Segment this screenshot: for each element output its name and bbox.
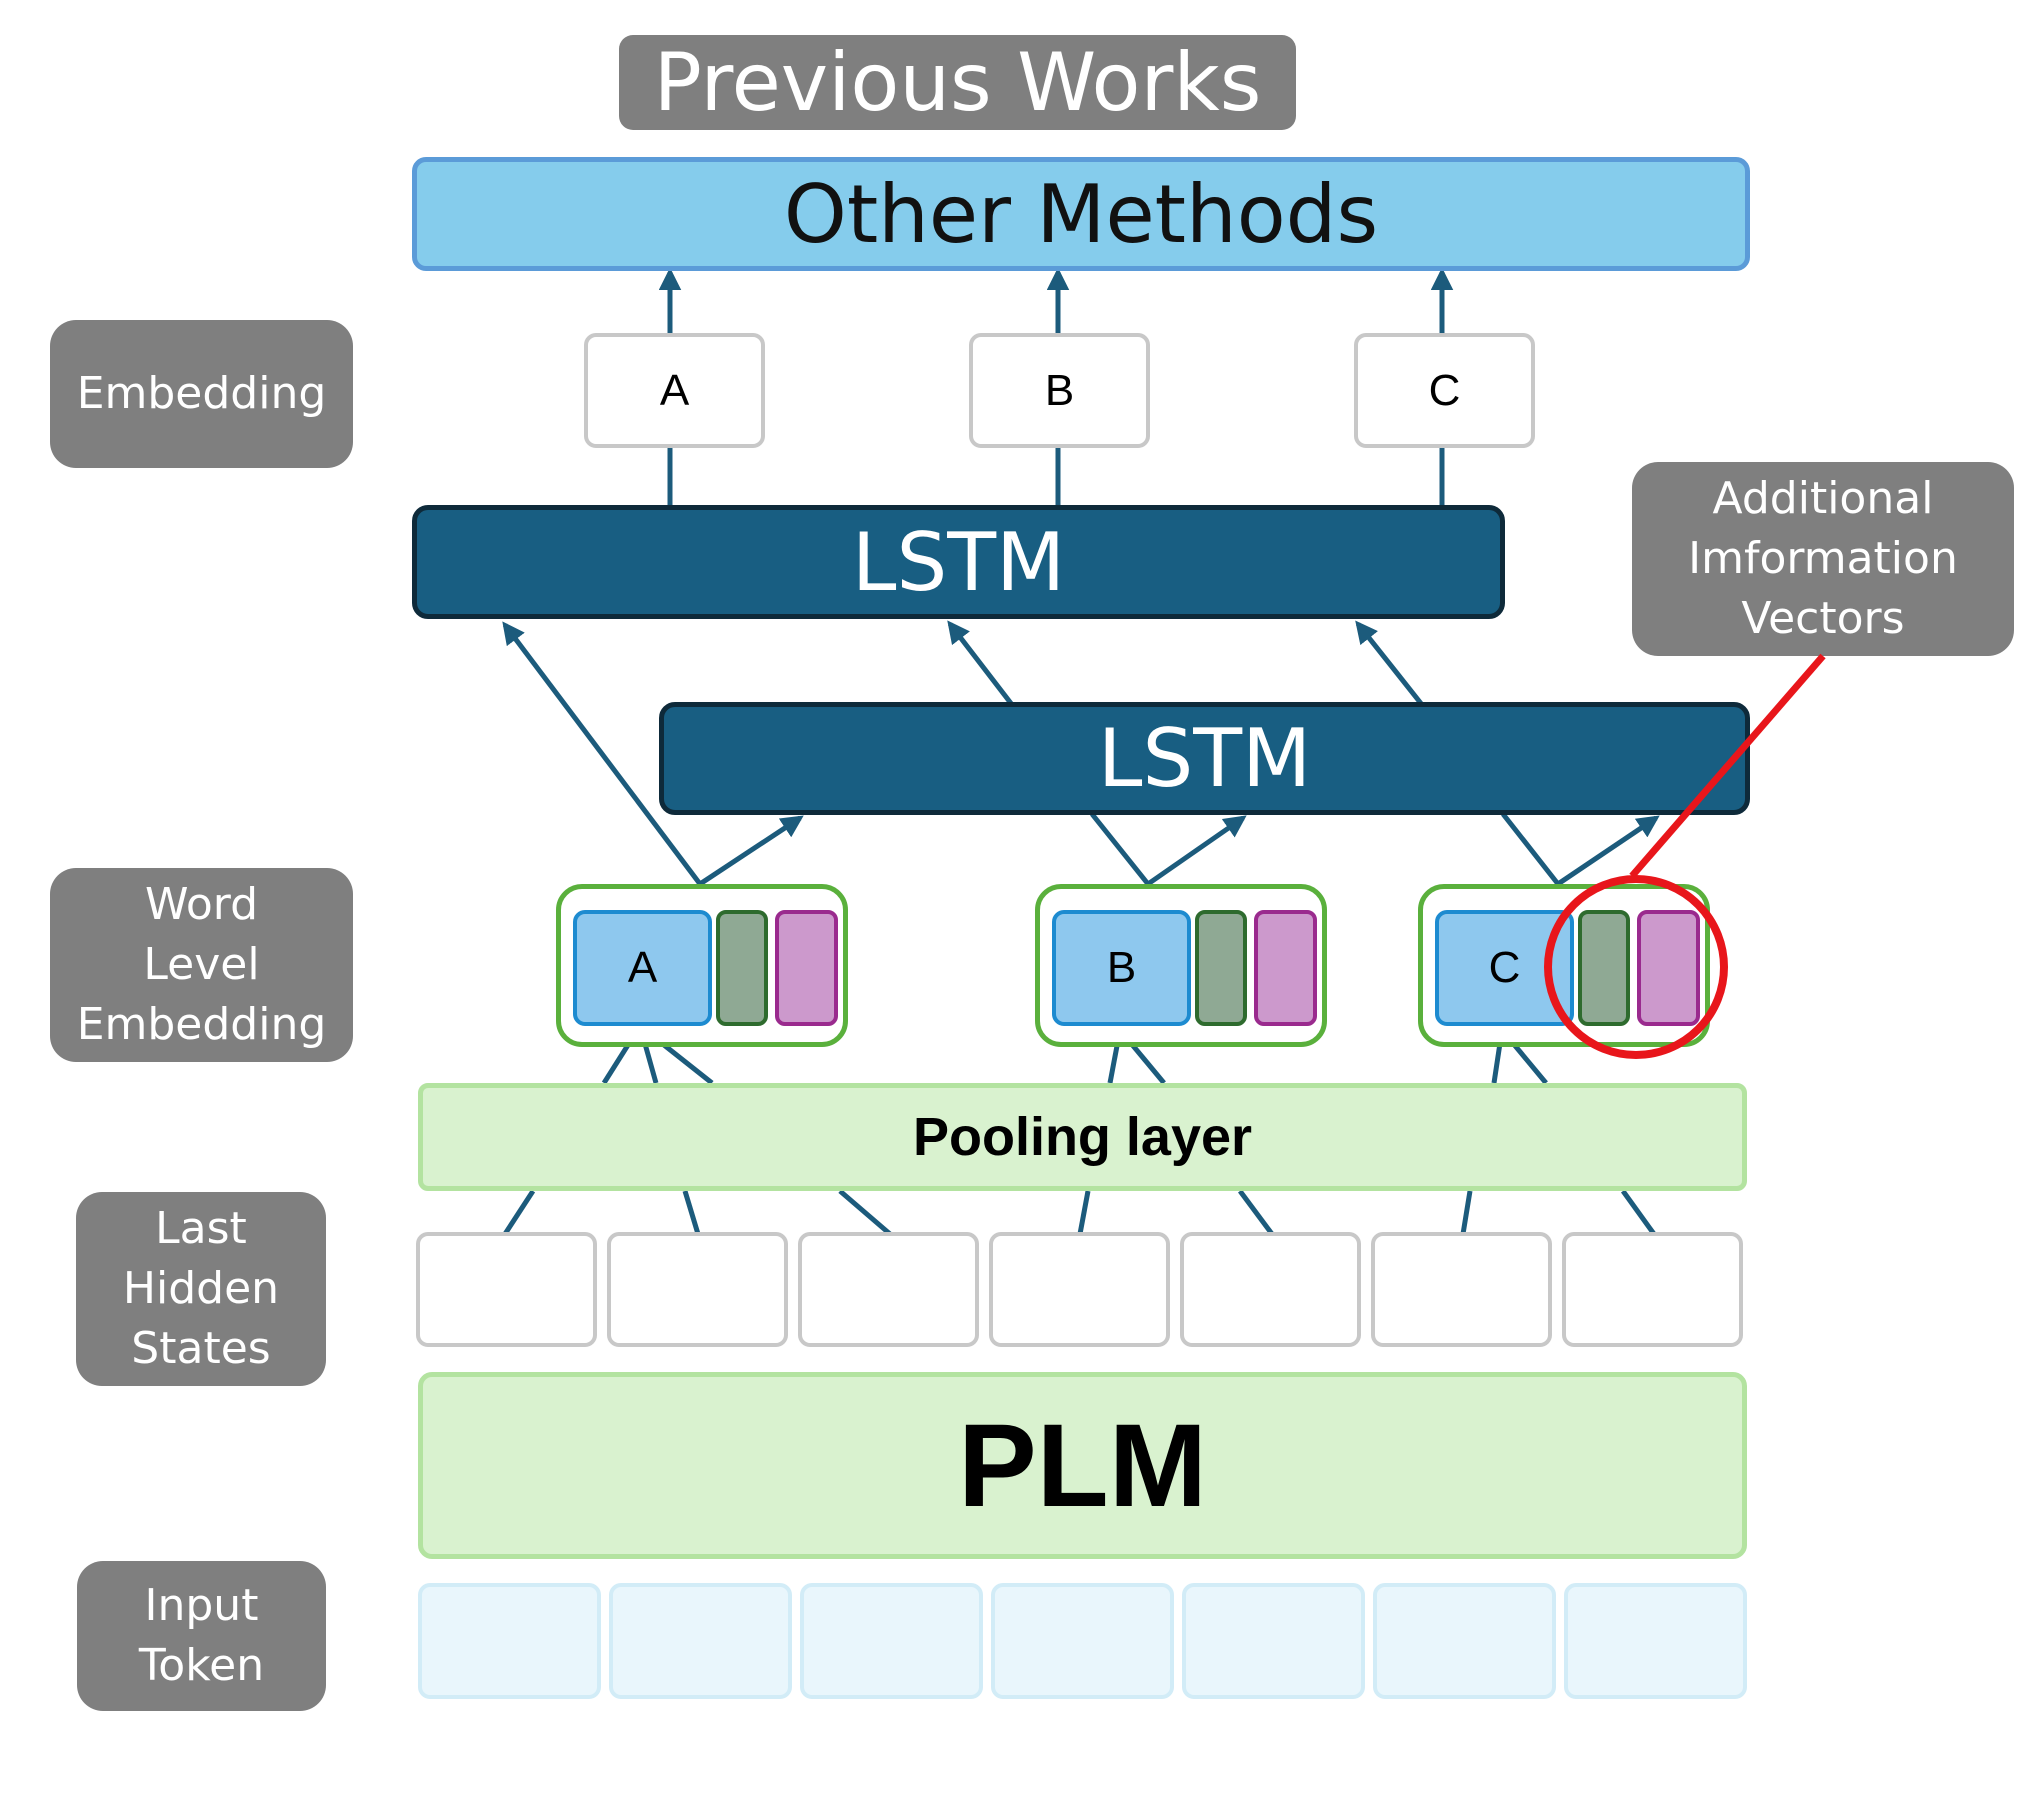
- hidden-state-cell: [798, 1232, 979, 1347]
- input-token-cell: [1373, 1583, 1556, 1699]
- input-token-cell: [418, 1583, 601, 1699]
- callout-pointer-line: [1629, 653, 1826, 879]
- word-embedding-group-b: B: [1035, 884, 1327, 1047]
- embedding-box-c: C: [1354, 333, 1535, 448]
- input-token-cell: [991, 1583, 1174, 1699]
- line-hidden-6-pool: [1460, 1190, 1473, 1235]
- hidden-state-cell: [989, 1232, 1170, 1347]
- additional-vector-pink: [1637, 910, 1700, 1026]
- additional-vector-pink: [1254, 910, 1317, 1026]
- other-methods-box: Other Methods: [412, 157, 1750, 271]
- callout-additional-information-vectors: Additional Imformation Vectors: [1632, 462, 2014, 656]
- label-input-token: Input Token: [77, 1561, 326, 1711]
- arrow-lstm-bottom-to-top-c: [1355, 620, 1425, 708]
- hidden-state-cell: [416, 1232, 597, 1347]
- input-token-cell: [1564, 1583, 1747, 1699]
- additional-vector-green: [716, 910, 768, 1026]
- hidden-state-cell: [1371, 1232, 1552, 1347]
- input-token-cell: [609, 1583, 792, 1699]
- highlight-circle: [1544, 875, 1728, 1059]
- pooling-layer: Pooling layer: [418, 1083, 1747, 1191]
- word-embedding-group-a: A: [556, 884, 848, 1047]
- diagram-title: Previous Works: [619, 35, 1296, 130]
- input-token-cell: [800, 1583, 983, 1699]
- arrow-word-b-to-lstm-bottom: [1146, 815, 1247, 887]
- word-token-a: A: [573, 910, 712, 1026]
- additional-vector-pink: [775, 910, 838, 1026]
- lstm-top: LSTM: [412, 505, 1505, 619]
- embedding-box-b: B: [969, 333, 1150, 448]
- label-word-level-embedding: Word Level Embedding: [50, 868, 353, 1062]
- line-hidden-5-pool: [1237, 1189, 1275, 1236]
- lstm-bottom: LSTM: [659, 702, 1750, 815]
- hidden-state-cell: [1180, 1232, 1361, 1347]
- line-hidden-2-pool: [682, 1190, 701, 1235]
- line-hidden-1-pool: [502, 1189, 536, 1236]
- label-embedding: Embedding: [50, 320, 353, 468]
- hidden-state-cell: [607, 1232, 788, 1347]
- line-lstm-bottom-to-word-c: [1501, 812, 1560, 886]
- arrow-word-a-to-lstm-top: [502, 621, 702, 886]
- arrow-word-a-to-lstm-bottom: [698, 815, 804, 887]
- embedding-box-a: A: [584, 333, 765, 448]
- line-hidden-4-pool: [1077, 1190, 1091, 1235]
- additional-vector-green: [1578, 910, 1630, 1026]
- line-hidden-7-pool: [1620, 1189, 1657, 1236]
- plm-block: PLM: [418, 1372, 1747, 1559]
- input-token-cell: [1182, 1583, 1365, 1699]
- hidden-state-cell: [1562, 1232, 1743, 1347]
- word-token-b: B: [1052, 910, 1191, 1026]
- label-last-hidden-states: Last Hidden States: [76, 1192, 326, 1386]
- line-hidden-3-pool: [838, 1189, 892, 1236]
- line-lstm-bottom-to-word-b: [1090, 812, 1150, 886]
- arrow-lstm-bottom-to-top-b: [947, 620, 1015, 708]
- additional-vector-green: [1195, 910, 1247, 1026]
- arrow-word-c-to-lstm-bottom: [1556, 815, 1660, 887]
